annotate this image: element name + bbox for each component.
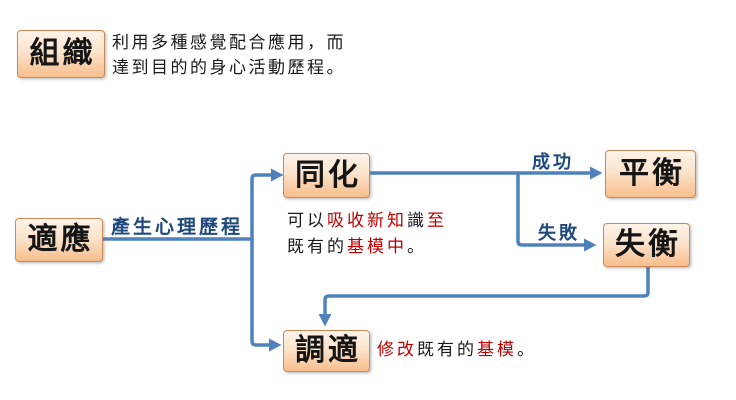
edge-label-success: 成功	[532, 152, 574, 173]
connector-disequilibrium-loop-to-accommodation	[323, 265, 650, 316]
organization-note: 利用多種感覺配合應用，而 達到目的的身心活動歷程。	[112, 31, 346, 81]
note-segment: 可以	[287, 211, 327, 231]
note-segment: 吸收新知	[327, 211, 407, 231]
note-segment: 基模	[477, 340, 517, 360]
organization-note-line1: 利用多種感覺配合應用，而	[112, 33, 346, 53]
node-equilibrium: 平衡	[605, 150, 696, 198]
note-segment: 修改	[377, 340, 417, 360]
node-accommodation: 調適	[283, 330, 370, 372]
arrowhead-accommodation-left	[269, 338, 282, 352]
organization-note-line2: 達到目的的身心活動歷程。	[112, 58, 346, 78]
node-adaptation: 適應	[15, 218, 103, 262]
note-segment: 基模中	[347, 237, 407, 257]
note-segment: 。	[407, 237, 427, 257]
connector-trunk-to-assimilation	[250, 173, 273, 241]
node-accommodation-label: 調適	[295, 333, 361, 368]
connector-trunk-to-accommodation	[250, 237, 271, 347]
assimilation-note-line1: 可以吸收新知識至	[287, 208, 447, 234]
arrowhead-accommodation-top	[318, 314, 332, 327]
arrowhead-disequilibrium	[584, 238, 597, 252]
edge-label-failure: 失敗	[538, 223, 580, 244]
node-assimilation-label: 同化	[295, 157, 361, 193]
assimilation-note-line2: 既有的基模中。	[287, 234, 447, 260]
node-organization: 組織	[17, 30, 105, 78]
accommodation-note: 修改既有的基模。	[377, 337, 537, 363]
node-equilibrium-label: 平衡	[619, 156, 685, 191]
assimilation-note: 可以吸收新知識至 既有的基模中。	[287, 208, 447, 260]
node-disequilibrium-label: 失衡	[615, 227, 681, 262]
node-adaptation-label: 適應	[27, 222, 94, 257]
connector-branch-to-disequilibrium	[516, 171, 586, 247]
node-disequilibrium: 失衡	[603, 223, 690, 267]
note-segment: 既有的	[417, 340, 477, 360]
edge-label-process: 產生心理歷程	[111, 216, 244, 238]
node-assimilation: 同化	[283, 153, 370, 198]
note-segment: 既有的	[287, 237, 347, 257]
note-segment: 至	[427, 211, 447, 231]
note-segment: 。	[517, 340, 537, 360]
note-segment: 識	[407, 211, 427, 231]
arrowhead-assimilation	[271, 168, 284, 182]
arrowhead-equilibrium	[590, 166, 603, 180]
node-organization-label: 組織	[29, 36, 96, 71]
